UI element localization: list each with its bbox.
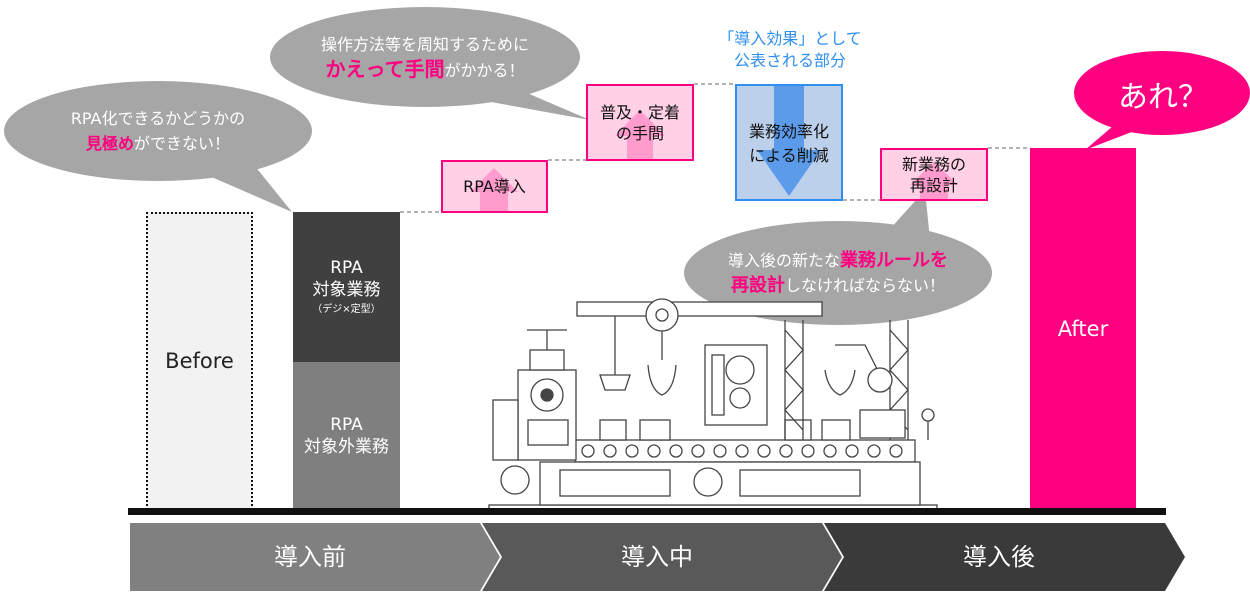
bubble-bottom-rest: しなければならない！: [784, 276, 945, 295]
bubble-bottom-pre: 導入後の新たな: [727, 251, 840, 270]
baseline: [128, 508, 1166, 515]
rpa-target-line1: RPA: [330, 258, 363, 278]
bubble-bottom: 導入後の新たな業務ルールを 再設計しなければならない！: [690, 248, 986, 298]
bubble-left: RPA化できるかどうかの 見極めができない！: [20, 106, 296, 156]
adoption-box: 普及・定着 の手間: [586, 84, 694, 161]
rpa-target-line2: 対象業務: [312, 280, 381, 300]
rpa-intro-label: RPA導入: [463, 177, 526, 196]
redesign-line1: 新業務の: [901, 154, 966, 174]
phase-during: 導入中: [621, 543, 693, 571]
effect-note-line1: 「導入効果」として: [718, 29, 862, 48]
bubble-bottom-emphasis2: 再設計: [730, 275, 785, 296]
effect-note: 「導入効果」として 公表される部分: [690, 28, 890, 72]
rpa-non-target-line1: RPA: [330, 415, 363, 435]
bubble-left-emphasis: 見極め: [85, 134, 134, 153]
bubble-left-line1: RPA化できるかどうかの: [70, 109, 246, 128]
phase-chevron-after: [824, 523, 1185, 591]
rpa-target-bar: RPA 対象業務 （デジ×定型）: [293, 212, 400, 362]
rpa-intro-box: RPA導入: [441, 160, 548, 213]
efficiency-box: 業務効率化 による削減: [735, 84, 843, 201]
bubble-left-line2: 見極めができない！: [20, 131, 296, 156]
rpa-non-target-bar: RPA 対象外業務: [293, 362, 400, 510]
rpa-non-target-line2: 対象外業務: [304, 437, 389, 457]
after-bar: After: [1030, 148, 1136, 510]
bubble-top-line1: 操作方法等を周知するために: [320, 35, 529, 54]
effect-note-line2: 公表される部分: [733, 51, 846, 70]
bubble-top-rest: がかかる！: [444, 61, 525, 80]
efficiency-line1: 業務効率化: [748, 122, 829, 141]
rpa-target-line3: （デジ×定型）: [312, 304, 381, 315]
redesign-box: 新業務の 再設計: [880, 148, 988, 201]
phase-before: 導入前: [274, 543, 346, 571]
redesign-line2: 再設計: [909, 175, 958, 195]
bubble-left-rest: ができない！: [134, 134, 231, 153]
adoption-line1: 普及・定着: [599, 102, 680, 122]
before-label: Before: [165, 349, 234, 373]
bubble-bottom-line1: 導入後の新たな業務ルールを: [690, 248, 986, 273]
after-label: After: [1057, 317, 1109, 341]
phase-chevron-before: [130, 523, 500, 591]
adoption-line2: の手間: [615, 123, 664, 143]
factory-machine-illustration: [488, 298, 938, 510]
bubble-top: 操作方法等を周知するために かえって手間がかかる！: [285, 32, 565, 83]
bubble-bottom-line2: 再設計しなければならない！: [690, 273, 986, 298]
level-lines: [400, 83, 1030, 213]
are-bubble-shape: [1074, 51, 1250, 150]
bubble-bottom-emphasis1: 業務ルールを: [840, 250, 948, 271]
are-bubble: あれ？: [1118, 80, 1208, 115]
efficiency-line2: による削減: [749, 146, 829, 165]
bubble-top-emphasis: かえって手間: [325, 57, 445, 81]
bubble-top-line2: かえって手間がかかる！: [285, 57, 565, 83]
phase-after: 導入後: [963, 543, 1035, 571]
speech-bubbles: [4, 7, 992, 325]
phase-chevron-during: [482, 523, 842, 591]
